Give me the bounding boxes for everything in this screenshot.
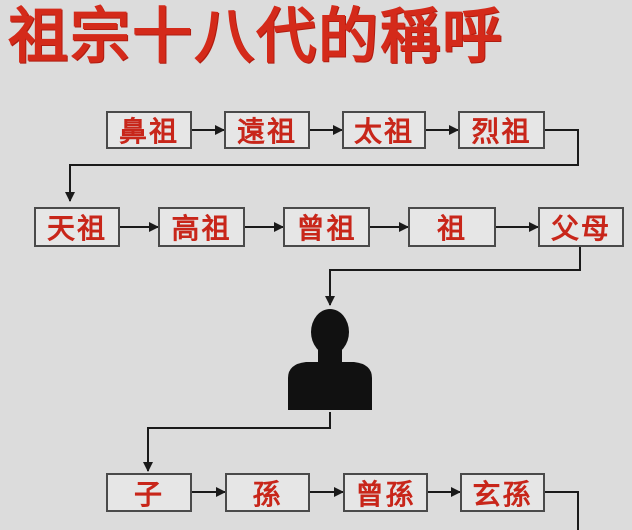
node-tianzu: 天祖: [34, 207, 120, 247]
connector-row2-self: [325, 247, 581, 306]
connector-self-row3: [143, 412, 331, 472]
node-zu: 祖: [408, 207, 496, 247]
node-sun: 孫: [225, 473, 310, 512]
node-taizu: 太祖: [342, 111, 426, 149]
person-silhouette-icon: [288, 309, 372, 410]
connector-row1-row2: [65, 129, 579, 202]
node-yuanzu: 遠祖: [224, 111, 310, 149]
node-xuansun: 玄孫: [460, 473, 545, 512]
node-fumu: 父母: [538, 207, 624, 247]
node-zengzu: 曾祖: [283, 207, 370, 247]
node-bizu: 鼻祖: [106, 111, 192, 149]
node-liezu: 烈祖: [458, 111, 545, 149]
connector-row3-tail: [545, 491, 579, 530]
node-gaozu: 高祖: [158, 207, 245, 247]
page-title: 祖宗十八代的稱呼: [8, 2, 504, 72]
node-zengsun: 曾孫: [343, 473, 428, 512]
node-zi: 子: [106, 473, 192, 512]
